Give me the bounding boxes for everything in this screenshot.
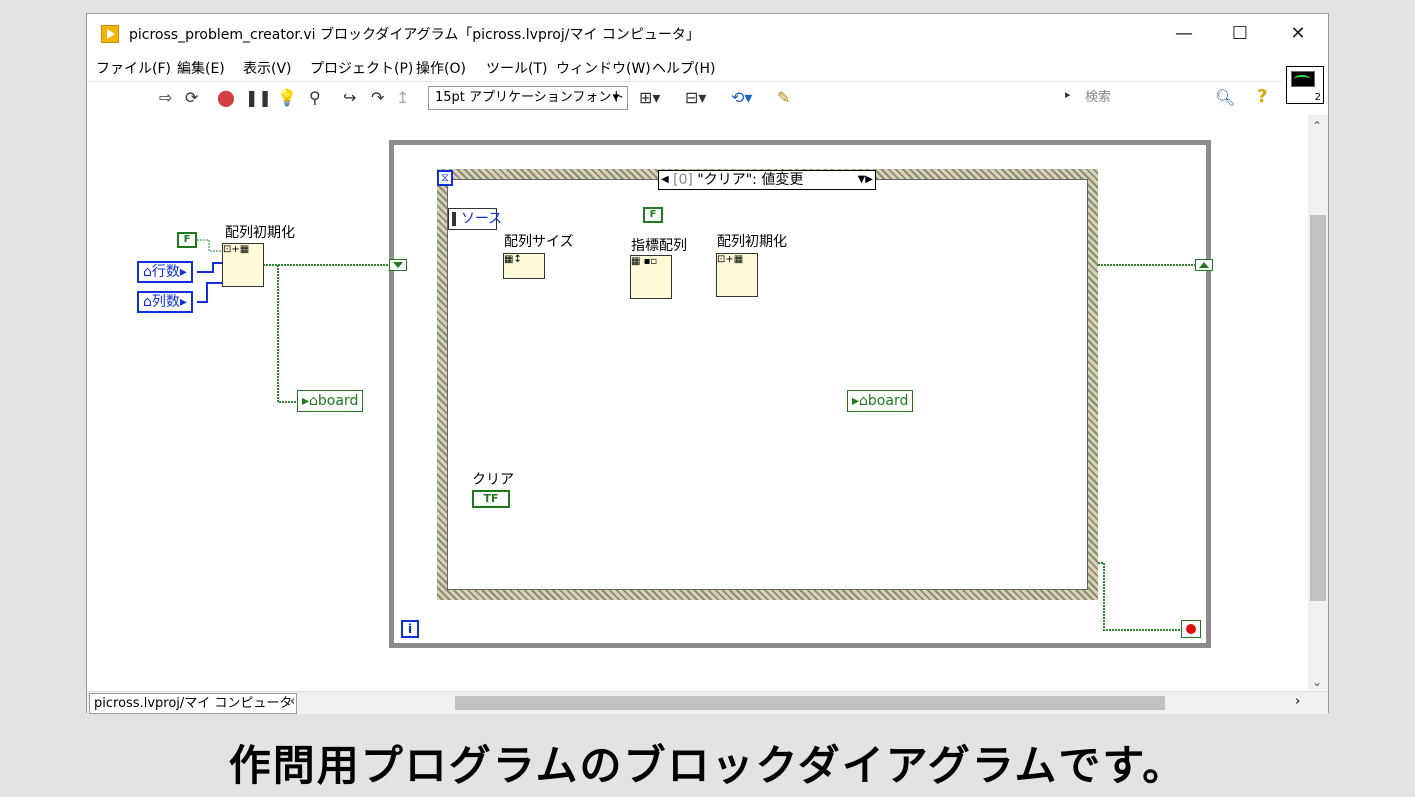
false-constant-outer[interactable]: F (177, 232, 197, 248)
help-icon[interactable]: ? (1257, 86, 1268, 107)
clear-boolean-terminal[interactable]: TF (472, 490, 510, 508)
loop-iteration-terminal[interactable]: i (401, 620, 419, 638)
array-size-label: 配列サイズ (504, 234, 574, 250)
false-constant-inner[interactable]: F (643, 207, 663, 223)
menu-tools[interactable]: ツール(T) (486, 61, 548, 77)
rows-control-label: 行数 (151, 264, 180, 280)
toolbar: ⇨ ⟳ ⬤ ❚❚ 💡 ⚲ ↪ ↷ ↥ 15pt アプリケーションフォント ▾ ⊞… (87, 81, 1282, 116)
maximize-button[interactable]: ☐ (1231, 23, 1249, 44)
clear-button-label: クリア (472, 472, 514, 488)
board-indicator-outer-label: board (317, 393, 359, 409)
init-array-outer-label: 配列初期化 (225, 225, 295, 241)
init-array-outer-node[interactable]: ⊡+▦ (222, 243, 264, 287)
wire-rows (197, 262, 222, 273)
search-expand-icon[interactable]: ▸ (1065, 88, 1071, 101)
status-bar: picross.lvproj/マイ コンピュータ ‹ › (87, 691, 1328, 714)
init-array-inner-node[interactable]: ⊡+▦ (716, 253, 758, 297)
caption-text: 作問用プログラムのブロックダイアグラムです。 (228, 741, 1187, 790)
wire-cols (197, 282, 222, 303)
cleanup-diagram-icon[interactable]: ✎ (777, 88, 791, 107)
event-timeout-icon[interactable]: ⧖ (437, 170, 453, 186)
case-label: "クリア": 値変更 (697, 172, 804, 188)
title-bar: picross_problem_creator.vi ブロックダイアグラム「pi… (87, 14, 1328, 54)
minimize-button[interactable]: — (1175, 23, 1193, 44)
labview-app-icon (101, 25, 119, 43)
step-over-icon[interactable]: ↷ (371, 88, 385, 107)
font-select[interactable]: 15pt アプリケーションフォント ▾ (428, 86, 628, 110)
menu-project[interactable]: プロジェクト(P) (310, 61, 414, 77)
align-objects-icon[interactable]: ⊞▾ (639, 88, 661, 107)
abort-icon[interactable]: ⬤ (217, 88, 235, 107)
scroll-down-icon[interactable]: ⌄ (1312, 675, 1323, 689)
step-out-icon[interactable]: ↥ (396, 88, 410, 107)
next-case-icon[interactable]: ▼▶ (857, 174, 873, 185)
vertical-scroll-thumb[interactable] (1310, 215, 1326, 601)
pause-icon[interactable]: ❚❚ (245, 88, 272, 107)
step-into-icon[interactable]: ↪ (343, 88, 357, 107)
board-indicator-inner[interactable]: ▸⌂board (847, 390, 914, 412)
vi-connector-icon[interactable]: 2 (1286, 66, 1324, 104)
case-index: [0] (673, 172, 693, 188)
block-diagram-canvas[interactable]: ⧖ ◀ [0] "クリア": 値変更 ▼▶ ソース F 配列初期化 ⊡+▦ ⌂行… (87, 115, 1307, 690)
wire-outer-board (277, 265, 297, 403)
scroll-left-icon[interactable]: ‹ (290, 694, 296, 709)
wire-stop (1092, 562, 1181, 631)
cols-control[interactable]: ⌂列数▸ (137, 291, 193, 313)
window-title: picross_problem_creator.vi ブロックダイアグラム「pi… (129, 27, 700, 43)
retain-wire-values-icon[interactable]: ⚲ (309, 88, 321, 107)
index-array-label: 指標配列 (631, 238, 687, 254)
init-array-inner-label: 配列初期化 (717, 234, 787, 250)
scroll-up-icon[interactable]: ⌃ (1312, 119, 1323, 133)
menu-view[interactable]: 表示(V) (243, 61, 292, 77)
cols-control-label: 列数 (151, 294, 180, 310)
close-button[interactable]: ✕ (1290, 23, 1306, 44)
scroll-right-icon[interactable]: › (1295, 694, 1301, 709)
array-size-node[interactable]: ▦↕ (503, 253, 545, 279)
distribute-objects-icon[interactable]: ⊟▾ (685, 88, 707, 107)
font-select-value: 15pt アプリケーションフォント (435, 90, 625, 105)
chevron-down-icon: ▾ (612, 90, 619, 105)
vi-icon-waveform (1294, 75, 1310, 83)
menu-operate[interactable]: 操作(O) (416, 61, 466, 77)
run-continuously-icon[interactable]: ⟳ (185, 88, 199, 107)
loop-stop-terminal[interactable] (1181, 620, 1201, 638)
shift-register-right[interactable] (1195, 259, 1213, 271)
menu-file[interactable]: ファイル(F) (96, 61, 171, 77)
rows-control[interactable]: ⌂行数▸ (137, 261, 193, 283)
board-indicator-outer[interactable]: ▸⌂board (297, 390, 364, 412)
while-loop[interactable] (389, 140, 1211, 648)
run-arrow-icon[interactable]: ⇨ (159, 88, 173, 107)
menu-edit[interactable]: 編集(E) (177, 61, 225, 77)
horizontal-scroll-thumb[interactable] (455, 696, 1165, 710)
labview-window: picross_problem_creator.vi ブロックダイアグラム「pi… (86, 13, 1329, 714)
index-array-node[interactable]: ▦ ▪▫ (630, 255, 672, 299)
menu-window[interactable]: ウィンドウ(W) (556, 61, 651, 77)
search-input[interactable]: 検索 (1077, 86, 1255, 110)
prev-case-icon[interactable]: ◀ (661, 174, 669, 185)
wire-f1 (197, 239, 222, 252)
search-icon[interactable]: 🔍︎ (1215, 88, 1236, 107)
vertical-scrollbar[interactable]: ⌃ ⌄ (1308, 115, 1328, 690)
vi-icon-number: 2 (1314, 92, 1321, 103)
menu-bar: ファイル(F) 編集(E) 表示(V) プロジェクト(P) 操作(O) ツール(… (87, 54, 1328, 80)
shift-register-left[interactable] (389, 259, 407, 271)
event-data-node-source[interactable]: ソース (448, 208, 502, 230)
highlight-bulb-icon[interactable]: 💡 (277, 88, 297, 107)
board-indicator-inner-label: board (867, 393, 909, 409)
context-label[interactable]: picross.lvproj/マイ コンピュータ (89, 693, 298, 714)
event-structure-case (447, 179, 1088, 590)
reorder-icon[interactable]: ⟲▾ (731, 88, 753, 107)
menu-help[interactable]: ヘルプ(H) (652, 61, 716, 77)
case-selector[interactable]: ◀ [0] "クリア": 値変更 ▼▶ (658, 170, 876, 190)
